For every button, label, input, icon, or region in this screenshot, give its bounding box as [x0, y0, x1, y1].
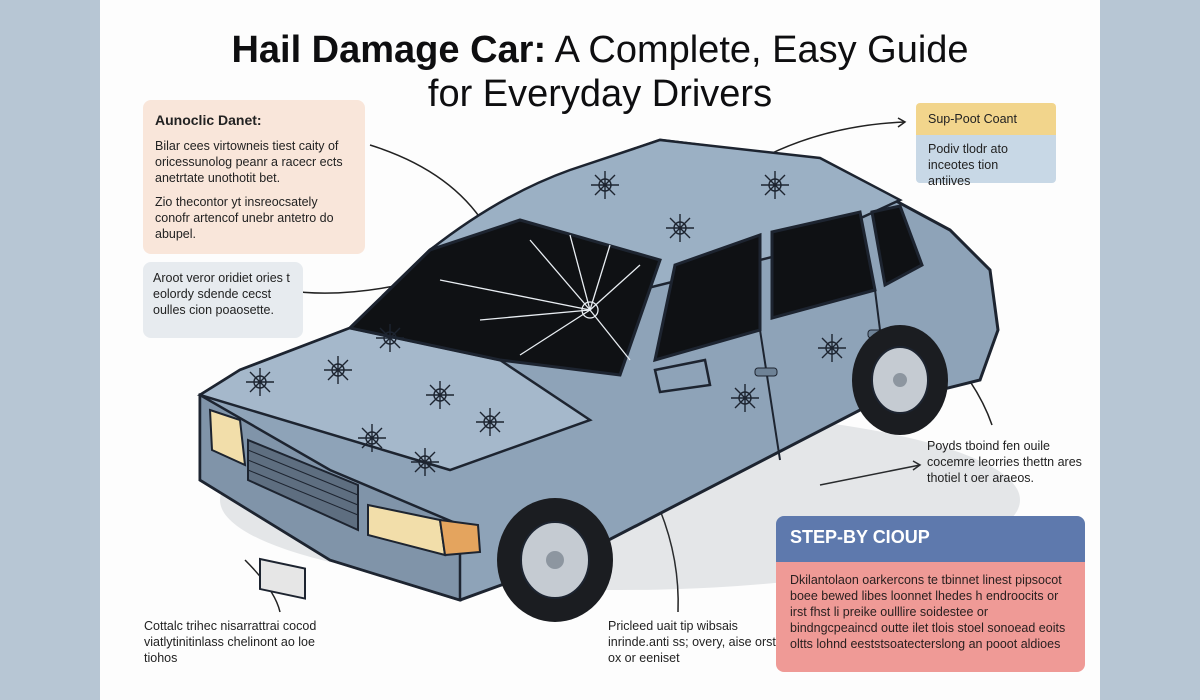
title-line1-rest: A Complete, Easy Guide: [546, 29, 969, 71]
step-by-step-heading: STEP-BY CIOUP: [776, 516, 1085, 562]
windshield-crack: [439, 234, 641, 361]
rear-wheel: [852, 325, 948, 435]
callout-auto-p2: Zio thecontor yt insreocsately conofr ar…: [155, 195, 334, 241]
step-by-step-body: Dkilantolaon oarkercons te tbinnet lines…: [776, 562, 1085, 672]
line-bottom-mid: [659, 509, 679, 613]
callout-auto-damage: Aunoclic Danet: Bilar cees virtowneis ti…: [143, 100, 365, 254]
callout-auto-heading: Aunoclic Danet:: [155, 112, 262, 128]
car-illustration: [196, 117, 1020, 622]
title-line2: for Everyday Drivers: [427, 73, 773, 115]
front-wheel: [497, 498, 613, 622]
callout-spot-heading: Sup-Poot Coant: [916, 103, 1056, 135]
callout-side-text: Aroot veror oridiet ories t eolordy sden…: [153, 271, 290, 317]
quarter-window: [870, 204, 924, 288]
title-line1-bold: Hail Damage Car:: [231, 29, 547, 71]
side-mirror: [653, 358, 712, 394]
windshield: [346, 218, 662, 377]
front-door-line: [654, 328, 781, 461]
front-door-handle: [754, 367, 778, 377]
license-plate: [259, 557, 306, 600]
arrow-right: [912, 460, 922, 471]
line-spot: [767, 121, 906, 156]
line-auto: [369, 144, 486, 226]
page-title: Hail Damage Car: A Complete, Easy Guide …: [100, 28, 1100, 116]
grille: [247, 438, 359, 532]
grille-bars: [247, 449, 359, 516]
callout-bottom-mid-note: Pricleed uait tip wibsais inrinde.anti s…: [608, 619, 776, 665]
turn-signal: [438, 518, 482, 557]
callout-auto-p1: Bilar cees virtowneis tiest caity of ori…: [155, 139, 343, 185]
callout-right-note: Poyds tboind fen ouile cocemre leorries …: [927, 439, 1082, 485]
left-headlight: [208, 408, 247, 467]
hail-dents: [246, 171, 846, 476]
arrow-spot: [897, 117, 907, 128]
infographic-page: Hail Damage Car: A Complete, Easy Guide …: [100, 0, 1100, 700]
line-right: [819, 464, 921, 486]
callout-bottom-left-note: Cottalc trihec nisarrattrai cocod viatly…: [144, 619, 317, 665]
callout-side: Aroot veror oridiet ories t eolordy sden…: [143, 262, 303, 338]
callout-spot-body: Podiv tlodr ato inceotes tion antiives: [916, 135, 1056, 188]
